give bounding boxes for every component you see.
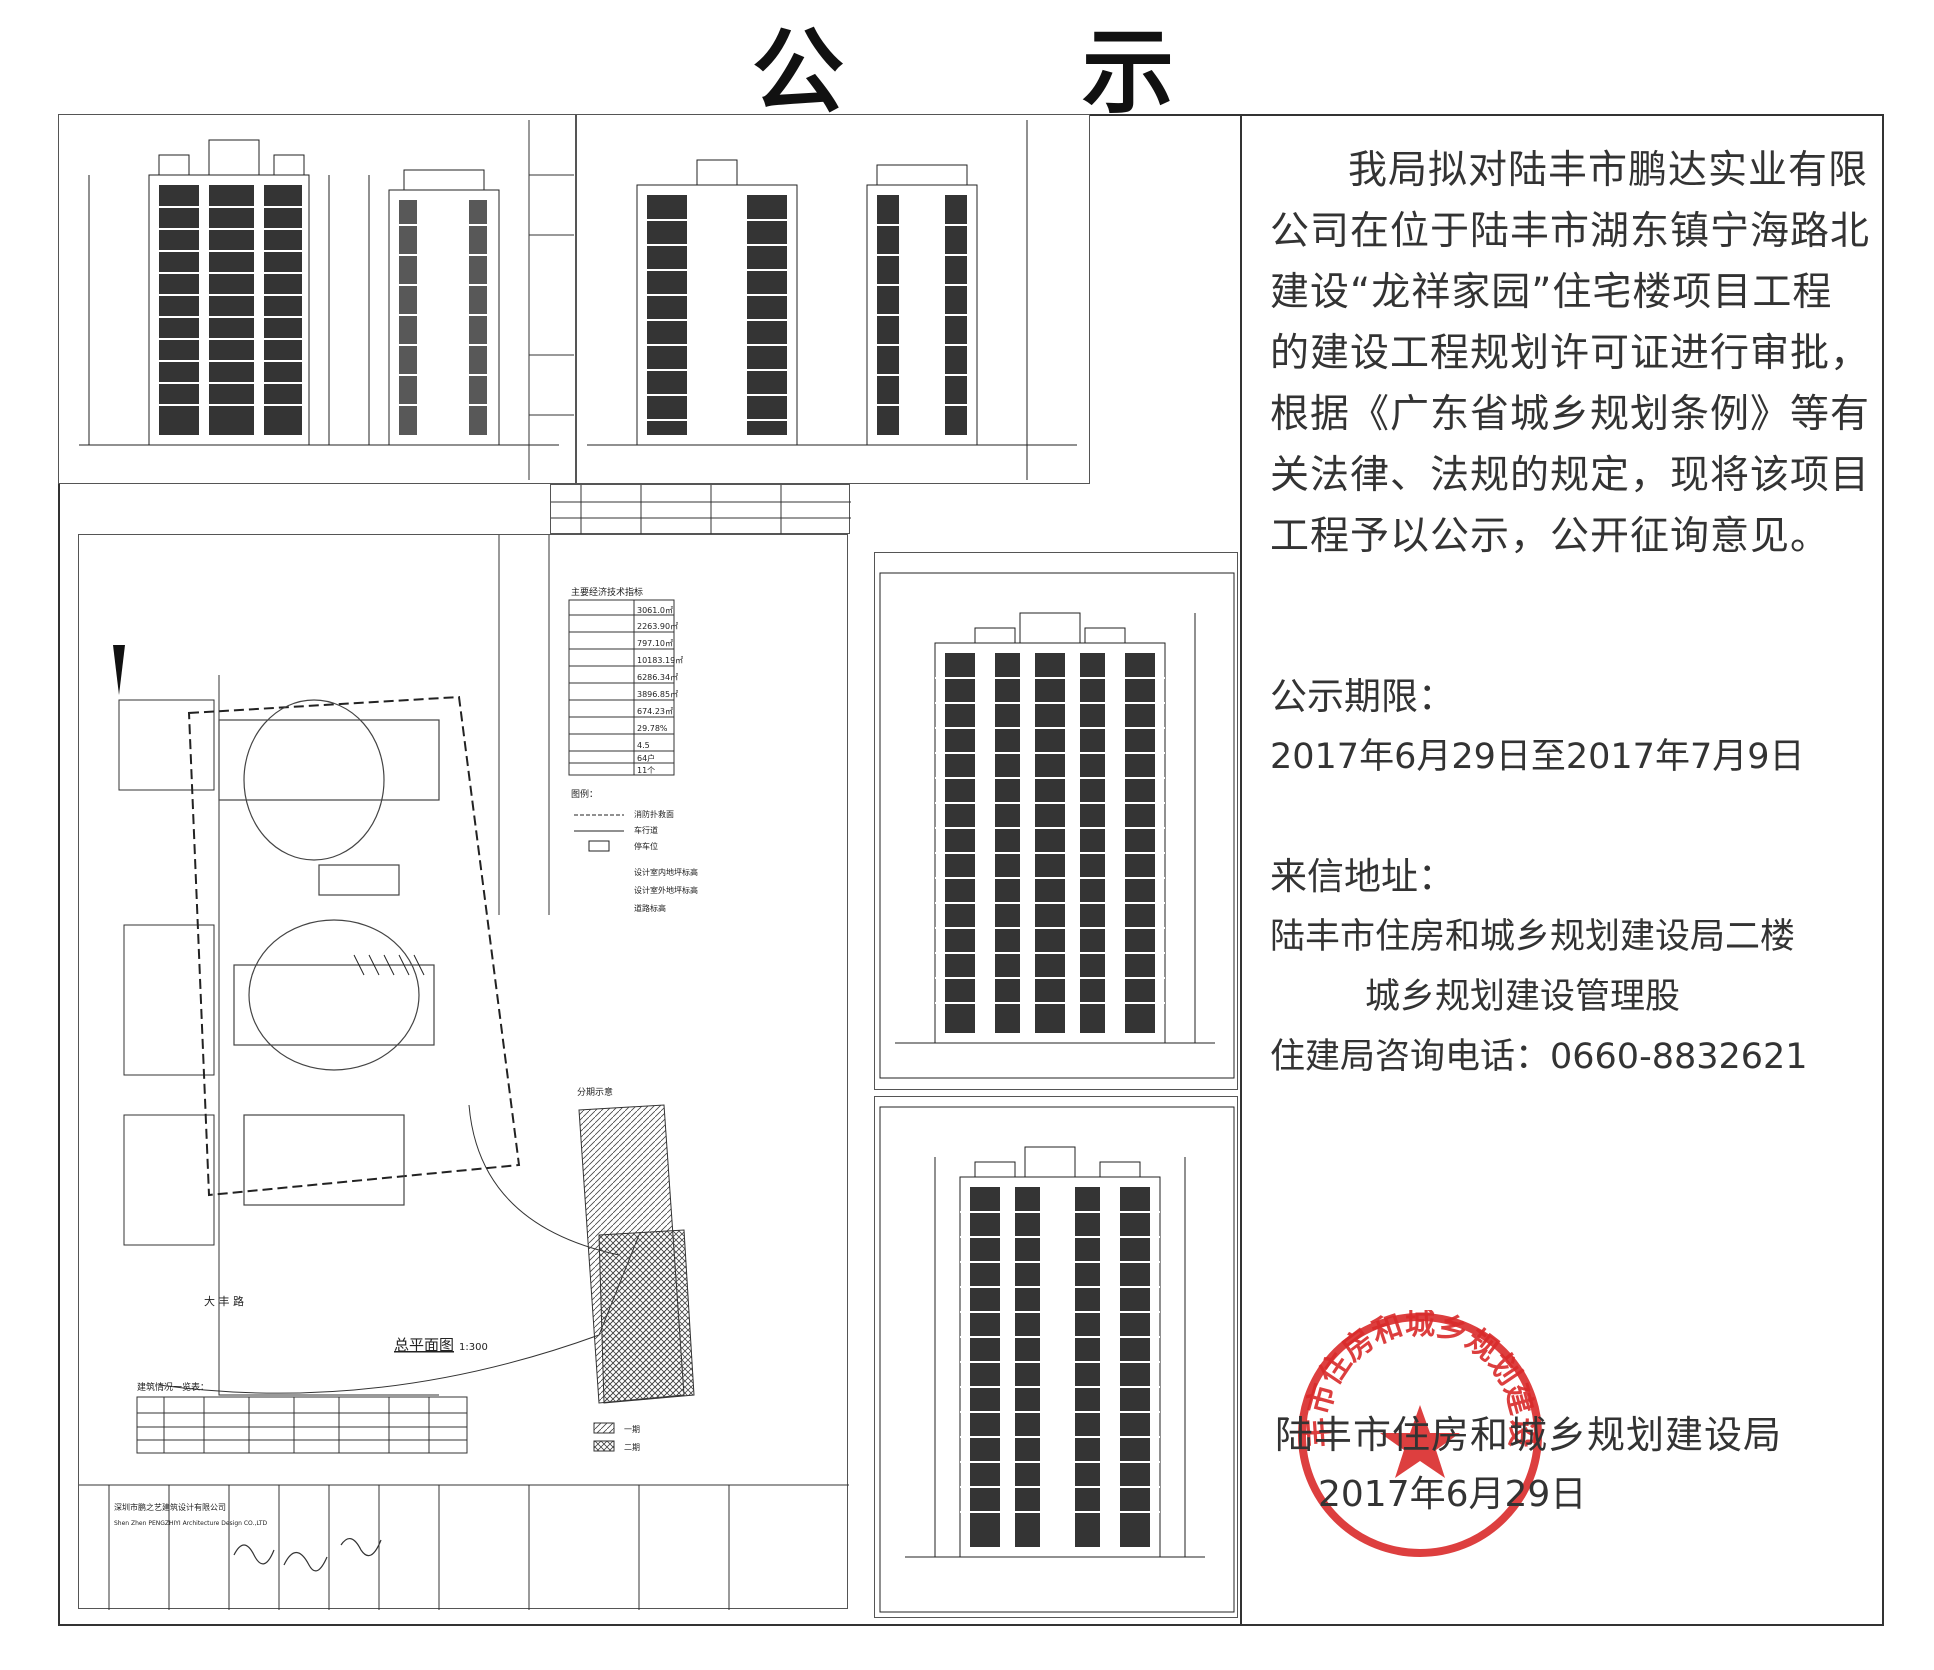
elevation-sheet-c bbox=[874, 552, 1238, 1090]
tech-value-10: 11个 bbox=[637, 766, 655, 775]
elevation-sheet-b bbox=[576, 114, 1090, 484]
legend-item-5: 道路标高 bbox=[634, 903, 666, 913]
elevation-drawing-c bbox=[879, 572, 1235, 1079]
site-info-table bbox=[550, 484, 851, 535]
tech-value-0: 3061.0㎡ bbox=[637, 606, 673, 615]
legend-title: 图例： bbox=[571, 788, 598, 800]
road-label: 大 丰 路 bbox=[204, 1294, 244, 1308]
notice-title: 公 示 bbox=[0, 0, 1934, 126]
title-char-1: 公 bbox=[752, 19, 845, 126]
site-plan-drawing: 主要经济技术指标 3061.0㎡ 2263.90㎡ 797.10㎡ 10183.… bbox=[79, 535, 849, 1610]
tech-table-title: 主要经济技术指标 bbox=[571, 586, 643, 598]
elevation-sheet-d bbox=[874, 1096, 1238, 1618]
official-seal: 陆丰市住房和城乡规划建设局 bbox=[1295, 1310, 1542, 1557]
period-label: 公示期限： bbox=[1270, 675, 1455, 718]
notice-text: 我局拟对陆丰市鹏达实业有限公司在位于陆丰市湖东镇宁海路北建设“龙祥家园”住宅楼项… bbox=[1270, 140, 1870, 1087]
info-table-grid bbox=[551, 485, 851, 535]
legend-item-2: 停车位 bbox=[634, 841, 658, 851]
tech-value-8: 4.5 bbox=[637, 741, 650, 750]
tech-table-frame bbox=[568, 599, 675, 776]
tech-value-1: 2263.90㎡ bbox=[637, 622, 678, 631]
legend-item-4: 设计室外地坪标高 bbox=[634, 885, 698, 895]
address-line-2: 城乡规划建设管理股 bbox=[1365, 977, 1681, 1017]
site-plan-title: 总平面图 bbox=[394, 1336, 454, 1354]
site-plan-scale: 1:300 bbox=[459, 1342, 488, 1353]
legend-item-0: 消防扑救面 bbox=[634, 809, 674, 819]
site-plan-sheet: 主要经济技术指标 3061.0㎡ 2263.90㎡ 797.10㎡ 10183.… bbox=[78, 534, 849, 1610]
phase-2-area bbox=[598, 1229, 695, 1404]
seal-star-icon bbox=[1380, 1405, 1460, 1478]
title-char-2: 示 bbox=[1082, 19, 1175, 126]
period-value: 2017年6月29日至2017年7月9日 bbox=[1270, 737, 1805, 777]
legend-item-3: 设计室内地坪标高 bbox=[634, 867, 698, 877]
notice-paragraph: 我局拟对陆丰市鹏达实业有限公司在位于陆丰市湖东镇宁海路北建设“龙祥家园”住宅楼项… bbox=[1270, 148, 1871, 559]
address-line-1: 陆丰市住房和城乡规划建设局二楼 bbox=[1270, 917, 1796, 957]
phone-line: 住建局咨询电话：0660-8832621 bbox=[1270, 1037, 1808, 1077]
phase-item-1: 二期 bbox=[624, 1443, 640, 1452]
title-block bbox=[79, 1484, 849, 1610]
tech-value-3: 10183.19㎡ bbox=[637, 656, 683, 665]
tech-value-2: 797.10㎡ bbox=[637, 639, 673, 648]
site-boundary bbox=[187, 695, 521, 1197]
phase-item-0: 一期 bbox=[624, 1425, 640, 1434]
designer-name-en: Shen Zhen PENGZHIYI Architecture Design … bbox=[114, 1520, 268, 1527]
issue-date: 2017年6月29日 bbox=[1318, 1474, 1587, 1515]
issuing-agency: 陆丰市住房和城乡规划建设局 bbox=[1275, 1413, 1783, 1457]
column-divider bbox=[1240, 114, 1242, 1626]
tech-value-5: 3896.85㎡ bbox=[637, 690, 678, 699]
tech-value-6: 674.23㎡ bbox=[637, 707, 673, 716]
address-label: 来信地址： bbox=[1270, 855, 1455, 898]
legend-item-1: 车行道 bbox=[634, 825, 658, 835]
building-table-title: 建筑情况一览表： bbox=[137, 1381, 209, 1393]
elevation-sheet-a bbox=[58, 114, 576, 484]
phase-title: 分期示意 bbox=[577, 1086, 613, 1098]
designer-name: 深圳市鹏之艺建筑设计有限公司 bbox=[114, 1502, 226, 1512]
elevation-drawing-d bbox=[879, 1106, 1235, 1613]
tech-value-7: 29.78% bbox=[637, 724, 668, 733]
elevation-drawing-b bbox=[587, 120, 1077, 480]
elevation-drawing-a bbox=[79, 120, 574, 480]
tech-value-4: 6286.34㎡ bbox=[637, 673, 678, 682]
tech-value-9: 64户 bbox=[637, 753, 655, 763]
